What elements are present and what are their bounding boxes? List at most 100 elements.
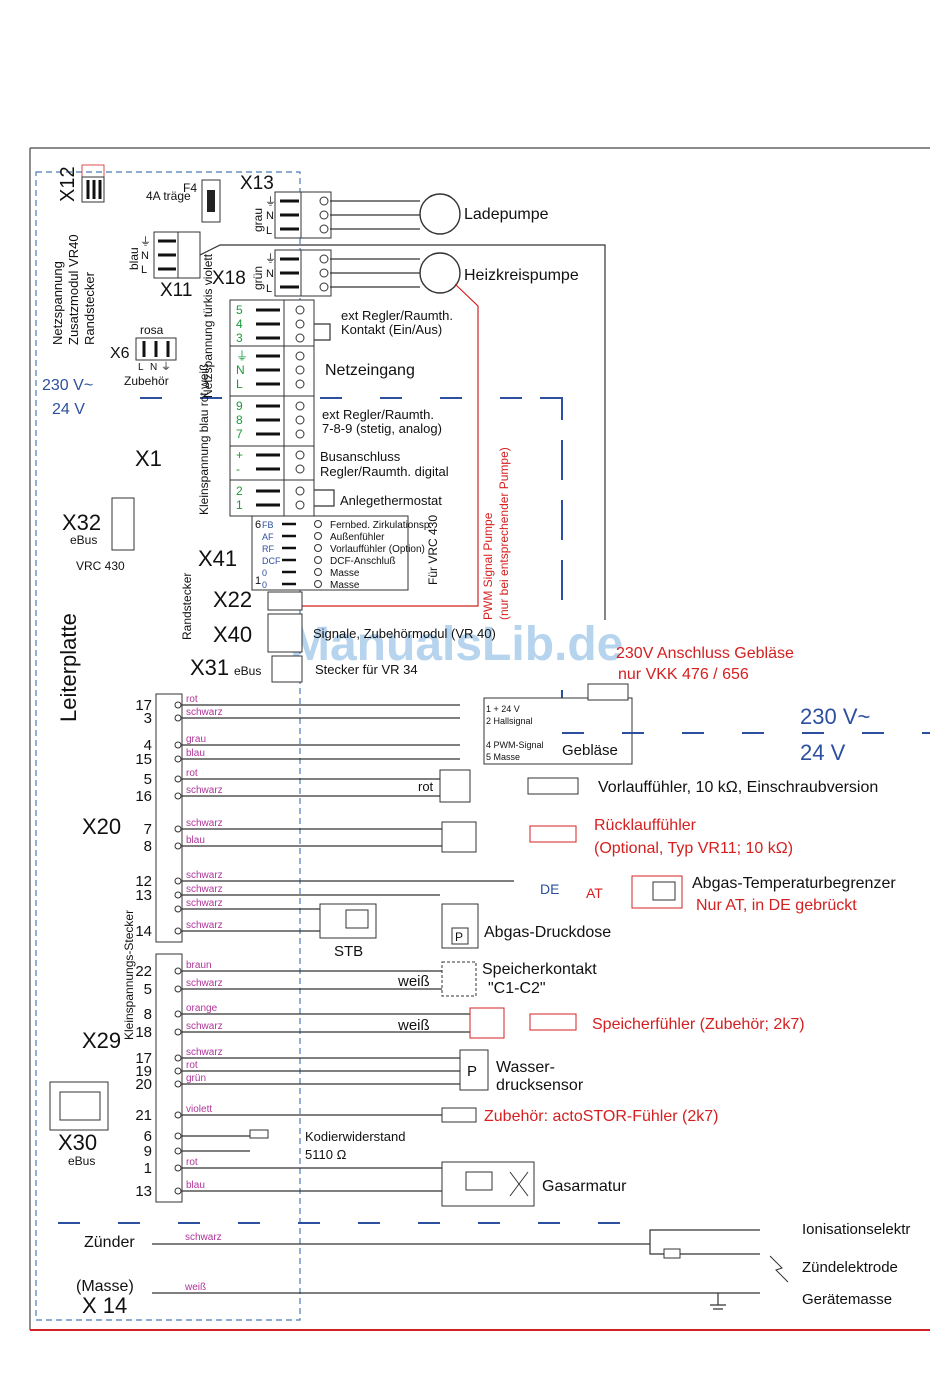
vorlauf-sensor <box>527 777 579 795</box>
ext-regler-stetig-1: ext Regler/Raumth. <box>322 407 434 422</box>
x1-terminal <box>295 351 305 361</box>
x41-code: RF <box>262 544 274 554</box>
x41-pin-label: Masse <box>330 580 360 591</box>
zuender-color: schwarz <box>185 1232 222 1243</box>
x29-rows-pin: 6 <box>144 1128 152 1145</box>
x29-rows-terminal <box>174 1028 182 1036</box>
x32-label: X32 <box>62 510 101 535</box>
geblaese-pin-label: 2 Hallsignal <box>486 716 533 726</box>
x1-terminal <box>295 450 305 460</box>
x20-rows-terminal <box>174 891 182 899</box>
x1-terminal <box>295 305 305 315</box>
zuendelektrode-label: Zündelektrode <box>802 1259 898 1276</box>
wasserdruck-1: Wasser- <box>496 1059 555 1076</box>
ext-regler-kontakt-2: Kontakt (Ein/Aus) <box>341 322 442 337</box>
x22-label: X22 <box>213 587 252 612</box>
x13-label: X13 <box>240 173 274 194</box>
x20-rows-pin: 15 <box>135 751 152 768</box>
speicherfuehler-label: Speicherfühler (Zubehör; 2k7) <box>592 1016 805 1033</box>
x32-connector-icon <box>111 497 135 551</box>
voltage-divider-vertical <box>540 397 563 730</box>
x1-terminal <box>295 429 305 439</box>
x31-label: X31 <box>190 655 229 680</box>
x29-block <box>155 953 183 1203</box>
fuse-f4: F4 4A träge <box>146 179 221 223</box>
svg-text:⏚: ⏚ <box>265 252 276 265</box>
abgas-tb-1: Abgas-Temperaturbegrenzer <box>692 875 896 892</box>
abgas-tb-thermo <box>652 881 676 901</box>
x20-rows-wire-color: schwarz <box>186 818 223 829</box>
speicherkontakt-2: "C1-C2" <box>488 980 546 997</box>
speicherkontakt-terminal <box>441 961 477 997</box>
leiterplatte-label: Leiterplatte <box>56 613 81 722</box>
kodier-2: 5110 Ω <box>305 1147 347 1162</box>
x29-rows-terminal <box>174 985 182 993</box>
x29-rows-pin: 20 <box>135 1076 152 1093</box>
x41-pin-label: Masse <box>330 568 360 579</box>
ext-regler-kontakt-1: ext Regler/Raumth. <box>341 308 453 323</box>
x29-rows-pin: 13 <box>135 1183 152 1200</box>
x29-rows-wire-color: schwarz <box>186 978 223 989</box>
x29-rows-terminal <box>174 1054 182 1062</box>
x20-rows-wire-color: schwarz <box>186 785 223 796</box>
svg-text:P: P <box>467 1063 477 1080</box>
x41-pin-label: Fernbed. Zirkulationsp. <box>330 520 432 531</box>
actostor-terminal <box>441 1107 477 1123</box>
x1-terminal <box>295 486 305 496</box>
x1-pin-number: + <box>236 448 243 462</box>
geblaese-230v-plug <box>587 683 629 701</box>
netz-vr40-labels: Netzspannung Zusatzmodul VR40 Randstecke… <box>50 234 97 345</box>
x20-rows-terminal <box>174 825 182 833</box>
geblaese-box <box>483 697 633 765</box>
x29-rows-terminal <box>174 1067 182 1075</box>
x29-rows-terminal <box>174 1187 182 1195</box>
x1-klein-vertical: Kleinspannung blau rot weiß <box>197 364 211 515</box>
x29-rows-wire-color: rot <box>186 1060 198 1071</box>
zuender-resistor <box>663 1248 681 1259</box>
x20-rows-terminal <box>174 775 182 783</box>
svg-text:N: N <box>266 268 274 280</box>
x31-connector <box>271 655 303 683</box>
x20-rows-wire-color: schwarz <box>186 920 223 931</box>
x12-label: X12 <box>57 166 79 202</box>
x20-rows-pin: 16 <box>135 788 152 805</box>
x11-label: X11 <box>160 280 192 301</box>
ruecklauf-sensor <box>529 825 577 843</box>
ionisation-label: Ionisationselektr <box>802 1221 910 1238</box>
netzeingang-label: Netzeingang <box>325 362 415 379</box>
wasserdruck-2: drucksensor <box>496 1077 584 1094</box>
x1-terminal <box>295 500 305 510</box>
svg-text:rosa: rosa <box>140 323 164 337</box>
svg-text:L: L <box>141 264 147 276</box>
druckdose-box <box>441 903 479 949</box>
netz-vr40-line1: Netzspannung <box>50 261 65 345</box>
svg-text:Zubehör: Zubehör <box>124 374 169 388</box>
anlege-bridge <box>314 489 335 507</box>
x12-group: X12 <box>57 164 105 203</box>
x41-terminal <box>314 580 322 588</box>
x41-label: X41 <box>198 546 237 571</box>
x14-label: X 14 <box>82 1293 127 1318</box>
x41-code: AF <box>262 532 274 542</box>
x20-rows-pin: 17 <box>135 697 152 714</box>
x29-rows-terminal <box>174 1080 182 1088</box>
x1-pin-number: - <box>236 462 240 476</box>
x6-label: X6 <box>110 345 130 362</box>
x29-rows-wire-color: rot <box>186 1157 198 1168</box>
speicherfuehler-sensor <box>529 1013 577 1031</box>
x22-connector <box>267 591 303 611</box>
x30-label: X30 <box>58 1130 97 1155</box>
x20-rows-terminal <box>174 905 182 913</box>
x29-rows-wire-color: braun <box>186 960 212 971</box>
ext-regler-stetig-2: 7-8-9 (stetig, analog) <box>322 421 442 436</box>
geraetemasse-label: Gerätemasse <box>802 1291 892 1308</box>
x20-block <box>155 693 183 943</box>
speicherkontakt-1: Speicherkontakt <box>482 961 597 978</box>
geblaese-pin-label: 1 + 24 V <box>486 704 520 714</box>
actostor-label: Zubehör: actoSTOR-Fühler (2k7) <box>484 1108 718 1125</box>
pwm-note-label: (nur bei entsprechender Pumpe) <box>497 447 511 620</box>
x20-rows-pin: 12 <box>135 873 152 890</box>
randstecker-vertical: Randstecker <box>180 573 194 640</box>
